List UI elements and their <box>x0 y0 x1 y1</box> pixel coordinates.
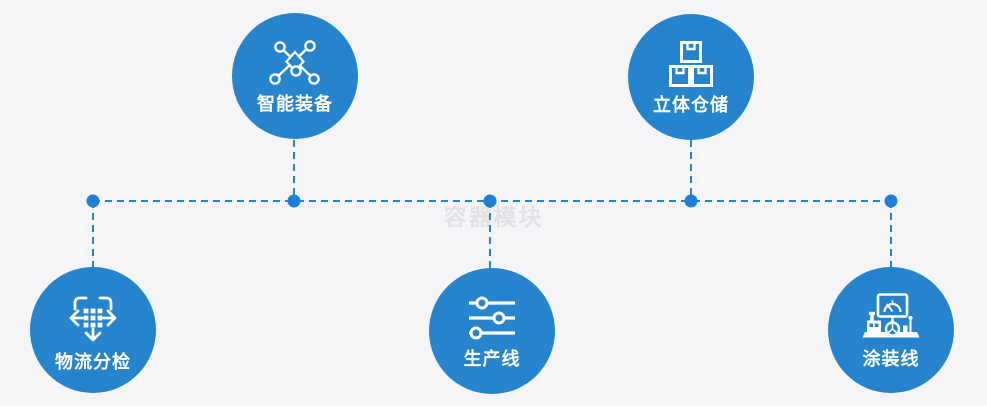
node-label: 生产线 <box>463 348 521 369</box>
connector-dot <box>483 194 497 208</box>
painting-station-icon <box>862 292 920 337</box>
node-painting-line[interactable]: 涂装线 <box>828 267 954 393</box>
node-label: 涂装线 <box>862 348 920 369</box>
network-nodes-icon <box>269 39 320 85</box>
stacked-boxes-icon <box>669 40 713 87</box>
node-label: 立体仓储 <box>653 94 729 115</box>
node-logistics-sorting[interactable]: 物流分检 <box>30 267 156 393</box>
connector-dot <box>287 194 301 208</box>
node-smart-equipment[interactable]: 智能装备 <box>232 13 358 139</box>
node-label: 物流分检 <box>55 351 131 372</box>
node-warehouse[interactable]: 立体仓储 <box>628 14 754 140</box>
node-production-line[interactable]: 生产线 <box>429 268 555 394</box>
connector-dot <box>86 194 100 208</box>
node-label: 智能装备 <box>257 93 333 114</box>
connector-dot <box>684 194 698 208</box>
sliders-icon <box>469 296 515 339</box>
sort-distribute-icon <box>69 296 117 341</box>
watermark-text: 容器模块 <box>443 204 544 230</box>
connector-dot <box>884 194 898 208</box>
